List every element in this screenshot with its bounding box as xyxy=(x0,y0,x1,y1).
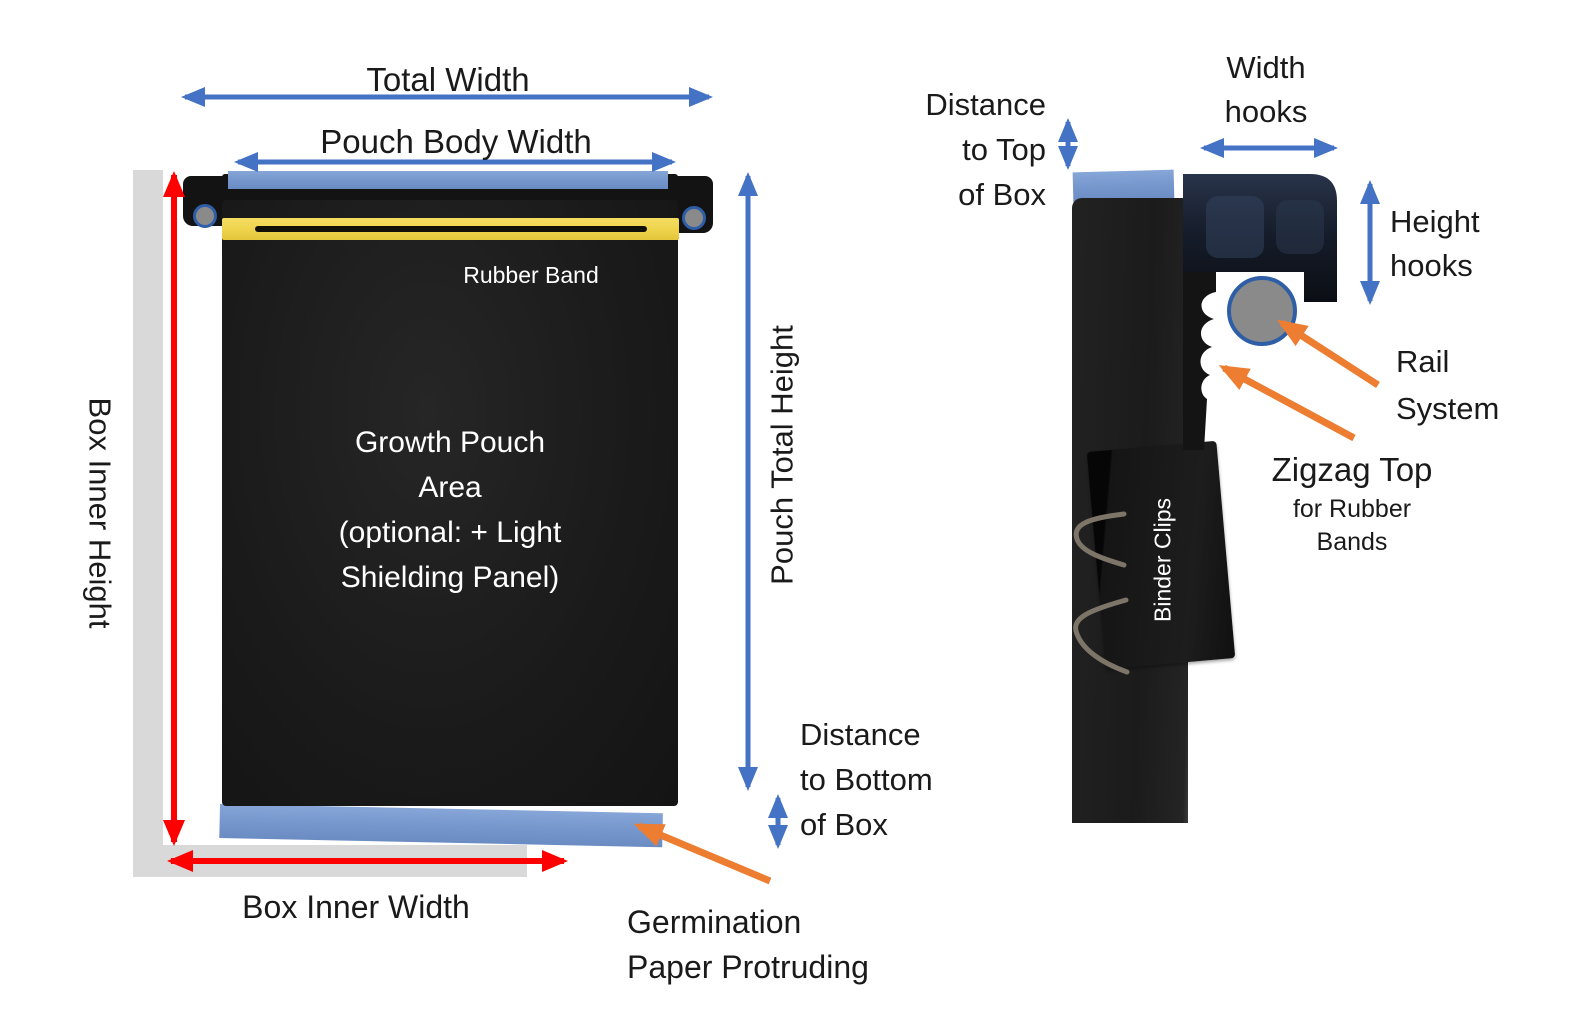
hook-arm-shape xyxy=(1183,174,1337,302)
hook-arm-reflection-2 xyxy=(1276,200,1324,254)
distance-bottom-label: Distance to Bottom of Box xyxy=(800,717,933,842)
zigzag-sub-label: for Rubber Bands xyxy=(1292,495,1412,556)
germination-paper-bottom-strip xyxy=(219,804,663,848)
box-wall-vertical xyxy=(133,170,163,877)
growth-pouch-area-label: Growth Pouch Area (optional: + Light Shi… xyxy=(338,426,562,594)
binder-clips-label: Binder Clips xyxy=(1149,498,1176,622)
rubber-band xyxy=(222,218,679,240)
hook-arm-reflection xyxy=(1206,196,1264,258)
rubber-band-label: Rubber Band xyxy=(463,262,599,288)
box-wall-horizontal xyxy=(133,845,527,877)
pouch-body xyxy=(222,200,678,806)
pouch-body-width-label: Pouch Body Width xyxy=(320,123,592,160)
rail-rod-side xyxy=(1227,276,1297,346)
rail-rod-left xyxy=(193,204,217,228)
height-hooks-label: Height hooks xyxy=(1390,204,1480,283)
total-width-label: Total Width xyxy=(366,61,530,98)
distance-top-label: Distance to Top of Box xyxy=(925,87,1046,212)
width-hooks-label: Width hooks xyxy=(1224,50,1308,129)
rail-system-callout-arrow xyxy=(1276,319,1380,388)
box-inner-height-label: Box Inner Height xyxy=(82,397,118,629)
rubber-band-slit xyxy=(255,226,647,232)
germination-paper-label: Germination Paper Protruding xyxy=(627,904,869,985)
rail-rod-right xyxy=(682,206,706,230)
zigzag-callout-arrow xyxy=(1218,364,1356,442)
zigzag-top-label: Zigzag Top xyxy=(1271,451,1433,488)
box-inner-width-label: Box Inner Width xyxy=(242,889,470,925)
pouch-total-height-label: Pouch Total Height xyxy=(764,325,800,585)
rail-system-label: Rail System xyxy=(1396,344,1500,426)
germination-paper-top-strip xyxy=(228,171,668,189)
